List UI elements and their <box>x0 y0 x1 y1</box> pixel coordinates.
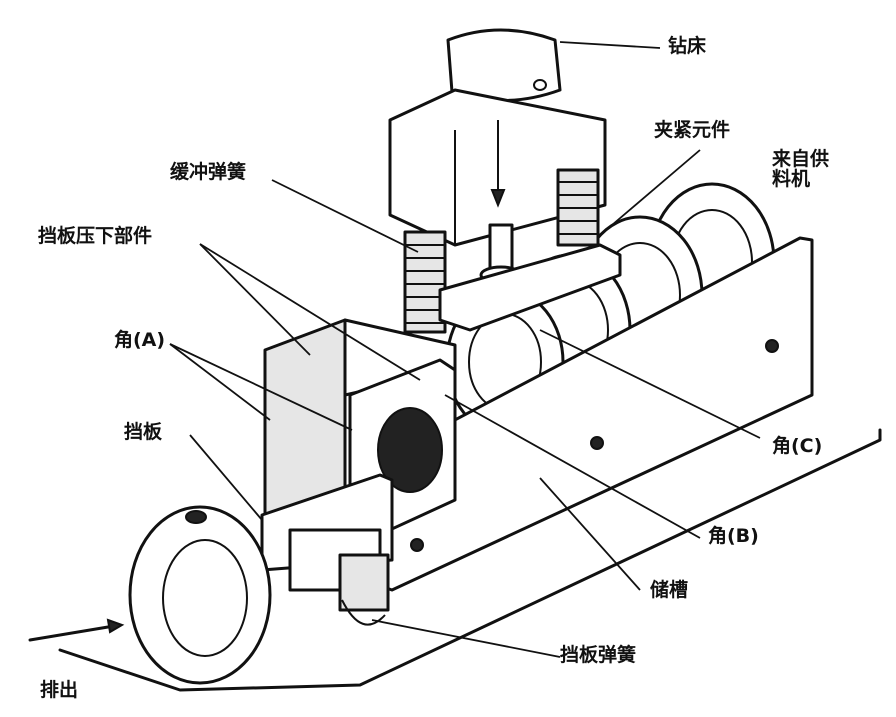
base-plate <box>58 428 882 692</box>
label-from-feeder: 来自供料机 <box>772 148 830 190</box>
label-drill-press: 钻床 <box>668 35 707 57</box>
label-corner-b: 角(B) <box>708 525 759 547</box>
discharge-arrow <box>28 623 122 642</box>
label-baffle: 挡板 <box>124 421 163 443</box>
bolt-3 <box>410 538 424 552</box>
baffle-press-assembly <box>260 318 457 626</box>
label-baffle-press-part: 挡板压下部件 <box>38 225 153 247</box>
label-corner-c: 角(C) <box>772 435 823 457</box>
drill-press-head <box>388 28 607 247</box>
label-corner-a: 角(A) <box>114 329 166 351</box>
clamp-element <box>438 243 622 332</box>
bolt-2 <box>590 436 604 450</box>
bolt-1 <box>765 339 779 353</box>
label-storage-slot: 储槽 <box>650 579 689 601</box>
leader-lines <box>169 41 761 658</box>
discharged-part <box>128 505 272 685</box>
label-buffer-spring: 缓冲弹簧 <box>170 161 247 183</box>
label-clamp-element: 夹紧元件 <box>654 119 731 141</box>
label-baffle-spring: 挡板弹簧 <box>560 644 637 666</box>
label-discharge: 排出 <box>40 679 79 701</box>
